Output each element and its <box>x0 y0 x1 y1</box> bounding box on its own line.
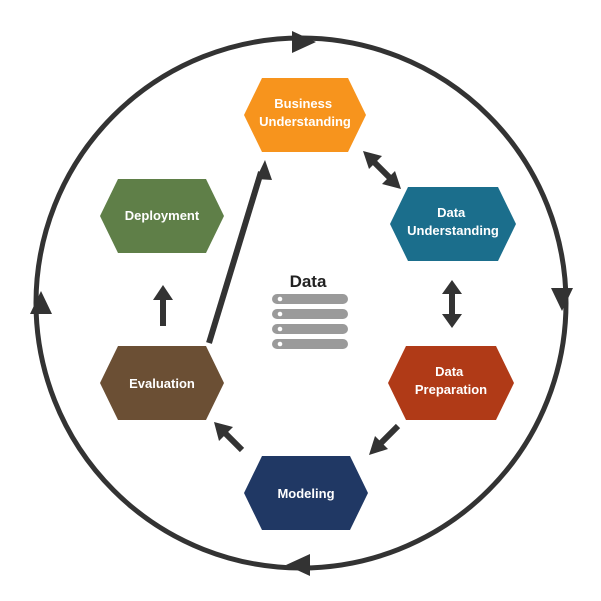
arrow-modeling-to-evaluation-icon <box>214 422 245 453</box>
node-label-deployment: Deployment <box>125 208 200 223</box>
node-label-business-understanding-line-2: Understanding <box>259 114 351 129</box>
svg-text:Business Understanding: Business Understanding <box>259 96 351 129</box>
svg-text:Deployment: Deployment <box>125 208 200 223</box>
svg-text:Data Preparation: Data Preparation <box>415 364 487 397</box>
ring-arrow-top-icon <box>292 31 316 53</box>
node-business-understanding: Business Understanding <box>244 78 366 152</box>
ring-arrow-right-icon <box>551 288 573 311</box>
node-modeling: Modeling <box>244 456 368 530</box>
ring-arrow-left-icon <box>30 291 52 314</box>
node-label-data-understanding-line-1: Data <box>437 205 466 220</box>
center-data-label: Data <box>290 272 327 291</box>
double-arrow-data-understanding-preparation-icon <box>442 280 462 328</box>
svg-text:Modeling: Modeling <box>277 486 334 501</box>
svg-text:Data Understanding: Data Understanding <box>407 205 499 238</box>
node-data-preparation: Data Preparation <box>388 346 514 420</box>
arrow-preparation-to-modeling-icon <box>369 423 401 455</box>
node-label-data-preparation-line-1: Data <box>435 364 464 379</box>
double-arrow-business-data-understanding-icon <box>363 151 401 189</box>
ring-arrow-bottom-icon <box>286 554 310 576</box>
node-label-data-preparation-line-2: Preparation <box>415 382 487 397</box>
node-data-understanding: Data Understanding <box>390 187 516 261</box>
node-label-modeling: Modeling <box>277 486 334 501</box>
node-label-data-understanding-line-2: Understanding <box>407 223 499 238</box>
node-evaluation: Evaluation <box>100 346 224 420</box>
node-label-business-understanding-line-1: Business <box>274 96 332 111</box>
node-label-evaluation: Evaluation <box>129 376 195 391</box>
database-icon <box>272 294 348 349</box>
svg-text:Evaluation: Evaluation <box>129 376 195 391</box>
arrow-evaluation-to-business-icon <box>206 160 272 344</box>
inner-arrows <box>153 151 462 455</box>
node-deployment: Deployment <box>100 179 224 253</box>
arrow-evaluation-to-deployment-icon <box>153 285 173 326</box>
